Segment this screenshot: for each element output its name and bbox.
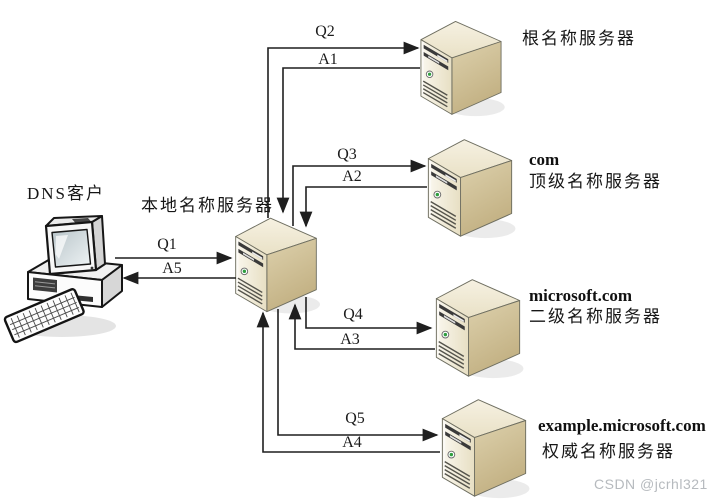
dns-client-icon (3, 215, 123, 344)
a1-label: A1 (318, 51, 338, 68)
root-server-label: 根名称服务器 (522, 29, 636, 48)
authoritative-server-label: 权威名称服务器 (542, 442, 675, 461)
a3-label: A3 (340, 331, 360, 348)
local-name-server-icon (234, 217, 320, 315)
watermark: CSDN @jcrhl321 (594, 476, 708, 492)
tld-server-name: com (529, 150, 560, 169)
a3-answer-arrow (288, 303, 435, 350)
q4-query-arrow (305, 297, 433, 335)
q1-label: Q1 (157, 236, 177, 253)
q2-label: Q2 (315, 23, 335, 40)
second-level-server-label: 二级名称服务器 (529, 307, 662, 326)
a4-label: A4 (342, 434, 362, 451)
message-arrows (115, 41, 440, 453)
q2-query-arrow (267, 41, 420, 218)
a4-answer-arrow (256, 311, 440, 453)
q4-label: Q4 (343, 306, 363, 323)
root-name-server-icon (419, 20, 506, 118)
q3-label: Q3 (337, 146, 357, 163)
tld-name-server-icon (427, 138, 517, 240)
dns-client-label: DNS客户 (27, 184, 106, 203)
q5-query-arrow (277, 309, 439, 442)
a2-answer-arrow (299, 186, 427, 228)
tld-server-label: 顶级名称服务器 (529, 172, 662, 191)
authoritative-server-name: example.microsoft.com (538, 416, 706, 435)
a1-answer-arrow (276, 67, 420, 214)
a2-label: A2 (342, 168, 362, 185)
local-name-server-label: 本地名称服务器 (141, 196, 274, 215)
q3-query-arrow (292, 159, 427, 226)
second-level-name-server-icon (435, 278, 525, 380)
a5-label: A5 (162, 260, 182, 277)
authoritative-name-server-icon (441, 398, 531, 500)
q5-label: Q5 (345, 410, 365, 427)
second-level-server-name: microsoft.com (529, 286, 633, 305)
